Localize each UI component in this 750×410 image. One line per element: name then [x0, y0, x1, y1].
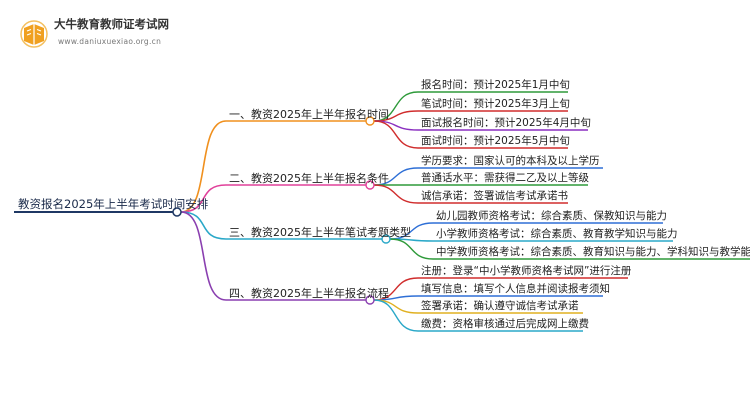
- branch-node-1: [365, 116, 375, 126]
- leaf-connector-4-4: [373, 299, 419, 332]
- leaf-1-3: 面试报名时间：预计2025年4月中旬: [421, 117, 591, 129]
- branch-label-2: 二、教资2025年上半年报名条件: [229, 172, 389, 185]
- root-node: [172, 207, 182, 217]
- leaf-4-4: 缴费：资格审核通过后完成网上缴费: [421, 318, 589, 330]
- leaf-1-2: 笔试时间：预计2025年3月上旬: [421, 98, 570, 110]
- branch-connector-4: [180, 211, 227, 301]
- branch-connector-3: [180, 211, 227, 240]
- leaf-4-2: 填写信息：填写个人信息并阅读报考须知: [421, 283, 610, 295]
- branch-label-3: 三、教资2025年上半年笔试考题类型: [229, 226, 411, 239]
- leaf-2-1: 学历要求：国家认可的本科及以上学历: [421, 155, 600, 167]
- leaf-connector-2-3: [373, 184, 419, 204]
- branch-connector-1: [180, 120, 227, 213]
- leaf-2-2: 普通话水平：需获得二乙及以上等级: [421, 172, 589, 184]
- leaf-2-3: 诚信承诺：签署诚信考试承诺书: [421, 190, 568, 202]
- leaf-connector-1-4: [373, 120, 419, 149]
- leaf-3-3: 中学教师资格考试：综合素质、教育知识与能力、学科知识与教学能力: [436, 246, 750, 258]
- branch-node-4: [365, 295, 375, 305]
- root-node-label: 教资报名2025年上半年考试时间安排: [18, 197, 209, 211]
- branch-label-1: 一、教资2025年上半年报名时间: [229, 108, 389, 121]
- leaf-1-1: 报名时间：预计2025年1月中旬: [421, 79, 570, 91]
- site-title: 大牛教育教师证考试网: [54, 17, 169, 31]
- leaf-4-1: 注册：登录“中小学教师资格考试网”进行注册: [421, 265, 632, 277]
- branch-node-3: [381, 234, 391, 244]
- leaf-3-1: 幼儿园教师资格考试：综合素质、保教知识与能力: [436, 210, 667, 222]
- leaf-3-2: 小学教师资格考试：综合素质、教育教学知识与能力: [436, 228, 678, 240]
- site-url: www.daniuxuexiao.org.cn: [58, 37, 162, 46]
- leaf-1-4: 面试时间：预计2025年5月中旬: [421, 135, 570, 147]
- branch-connector-2: [180, 184, 227, 213]
- leaf-connector-3-3: [389, 238, 434, 260]
- leaf-4-3: 签署承诺：确认遵守诚信考试承诺: [421, 300, 579, 312]
- branch-node-2: [365, 180, 375, 190]
- branch-label-4: 四、教资2025年上半年报名流程: [229, 287, 389, 300]
- book-logo-icon: [20, 20, 48, 48]
